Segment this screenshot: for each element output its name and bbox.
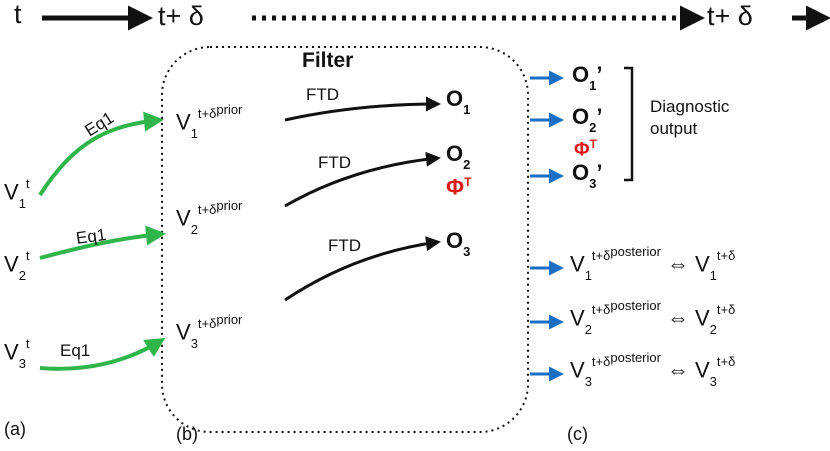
prior-v2: V2t+δprior (176, 198, 243, 237)
diag-o1-prime: O1’ (572, 62, 603, 94)
ftd-label-3: FTD (328, 236, 362, 255)
time-label-t-delta-2: t+ δ (707, 1, 753, 31)
input-v1-t: V1t (4, 176, 30, 211)
input-v2-t: V2t (4, 248, 30, 283)
panel-label-a: (a) (4, 419, 26, 439)
prior-v3: V3t+δprior (176, 312, 243, 351)
posterior-v3: V3t+δposterior⇔V3t+δ (570, 350, 736, 389)
ftd-label-1: FTD (306, 85, 340, 104)
ftd-label-2: FTD (318, 153, 352, 172)
filter-title: Filter (302, 49, 354, 72)
diagnostic-bracket (624, 66, 634, 182)
obs-o3: O3 (446, 228, 471, 260)
obs-o1: O1 (446, 86, 471, 118)
obs-o2: O2 (446, 141, 471, 173)
panel-label-c: (c) (567, 424, 588, 444)
phi-t-diagnostic: ΦT (574, 137, 597, 161)
eq1-arrow-2 (39, 225, 166, 260)
phi-t-filter: ΦT (446, 174, 472, 200)
time-label-t: t (14, 0, 22, 29)
time-label-t-delta-1: t+ δ (158, 1, 204, 31)
diag-o3-prime: O3’ (572, 160, 603, 192)
prior-v1: V1t+δprior (176, 102, 243, 141)
eq1-arrow-1 (38, 111, 164, 197)
input-v3-t: V3t (4, 336, 30, 371)
ftd-arrow-1 (284, 96, 441, 122)
panel-label-b: (b) (176, 424, 198, 444)
eq1-label-2: Eq1 (74, 224, 108, 249)
diagnostic-output-label: Diagnostic output (650, 97, 730, 138)
diag-o2-prime: O2’ (572, 104, 603, 136)
ftd-arrow-3 (284, 236, 441, 302)
eq1-label-3: Eq1 (60, 341, 91, 360)
posterior-v1: V1t+δposterior⇔V1t+δ (570, 244, 736, 283)
ftd-arrow-2 (284, 151, 441, 208)
eq1-arrow-3 (39, 337, 166, 371)
posterior-v2: V2t+δposterior⇔V2t+δ (570, 298, 736, 337)
